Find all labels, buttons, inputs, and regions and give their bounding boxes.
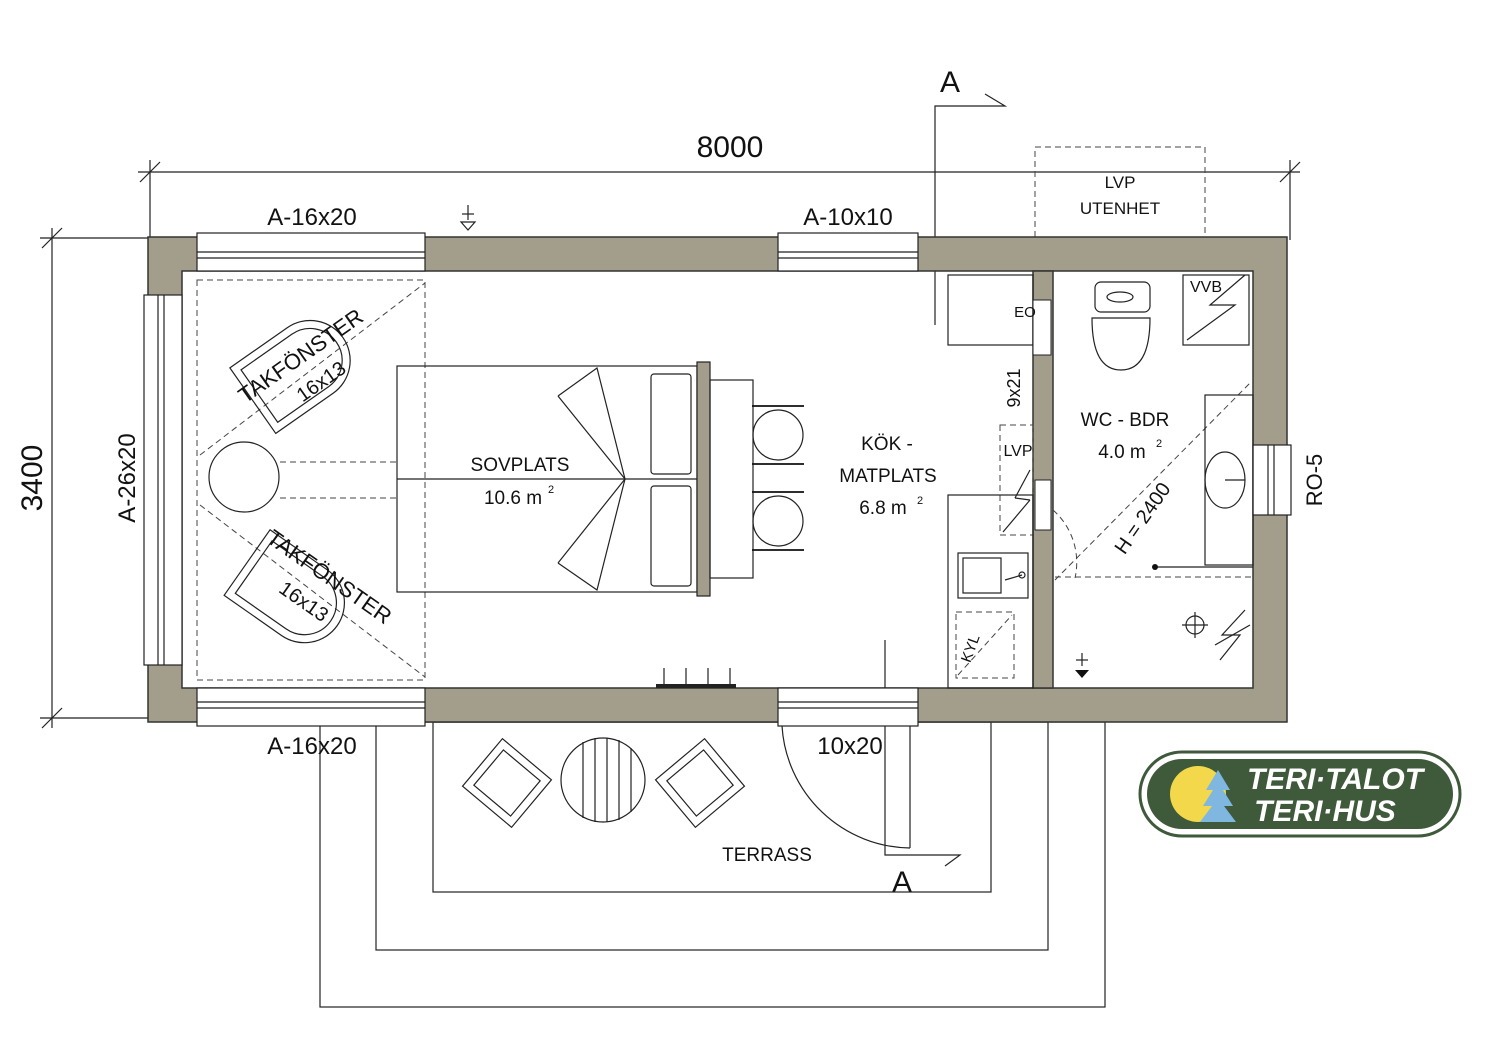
section-marker-bottom: A [884, 640, 962, 899]
terrace-chair-left [461, 737, 553, 829]
window-left [143, 294, 183, 666]
skylight-zone [196, 279, 426, 681]
logo-line1: TERI·TALOT [1247, 763, 1426, 796]
wc-diagonal [1054, 382, 1251, 581]
width-dimension: 8000 [138, 131, 1301, 240]
skylight-1 [229, 319, 351, 435]
section-marker-top: A [934, 66, 1008, 325]
width-label: 8000 [697, 131, 764, 164]
room-wc-area: 4.0 m [1098, 442, 1146, 463]
teri-logo: TERI·TALOT TERI·HUS [1138, 750, 1462, 838]
terrace-table [560, 737, 646, 823]
radiator-ticks [656, 668, 736, 688]
double-bed [396, 361, 754, 597]
room-kitchen-name2: MATPLATS [839, 466, 936, 487]
room-wc-sup: 2 [1156, 438, 1162, 450]
section-letter-top: A [940, 66, 960, 99]
fridge-label: KYL [958, 632, 984, 664]
fridge [955, 611, 1015, 679]
door-interior-label: 9x21 [1004, 368, 1024, 407]
stool-1 [752, 405, 804, 465]
kitchen-counter [947, 494, 1034, 689]
room-kitchen-name1: KÖK - [861, 434, 913, 455]
window-bottom-left-label: A-16x20 [267, 733, 356, 760]
room-kitchen-sup: 2 [917, 495, 923, 507]
eo-label: EO [1014, 304, 1036, 321]
room-sleep-area: 10.6 m [484, 488, 542, 509]
toilet [1091, 281, 1151, 371]
terrace-chair-right [654, 737, 746, 829]
room-sleep-name: SOVPLATS [471, 455, 570, 476]
window-top-left [196, 232, 426, 272]
walls [147, 236, 1288, 723]
wc-door [1034, 479, 1078, 579]
tree-icon [1200, 770, 1236, 822]
vvb-label: VVB [1190, 279, 1222, 296]
window-top-mid [777, 232, 919, 272]
outdoor-unit: LVP UTENHET [1034, 146, 1206, 238]
drain-symbol-wc [1075, 653, 1089, 678]
washbasin [1204, 394, 1254, 566]
lamp-circle [208, 441, 280, 513]
terrace-outlines [319, 721, 1106, 1008]
vent-right [1252, 444, 1292, 516]
stool-2 [752, 491, 804, 551]
door-bottom-label: 10x20 [817, 733, 882, 760]
height-label: 3400 [16, 445, 49, 512]
window-top-left-label: A-16x20 [267, 204, 356, 231]
room-wc-name: WC - BDR [1081, 410, 1170, 431]
outdoor-unit-line2: UTENHET [1080, 199, 1160, 218]
window-top-mid-label: A-10x10 [803, 204, 892, 231]
drain-symbol-top [459, 205, 477, 231]
section-letter-bottom: A [892, 866, 912, 899]
outdoor-unit-line1: LVP [1105, 173, 1136, 192]
electric-cabinet [947, 274, 1052, 356]
height-dimension: 3400 [16, 227, 150, 729]
room-terrace-name: TERRASS [722, 845, 812, 866]
lvp-label: LVP [1003, 443, 1032, 460]
window-left-label: A-26x20 [114, 433, 141, 522]
water-heater [1182, 274, 1250, 346]
room-kitchen-area: 6.8 m [859, 498, 907, 519]
skylight-2-name: TAKFÖNSTER [262, 525, 396, 629]
window-bottom-left [196, 687, 426, 727]
logo-line2: TERI·HUS [1254, 795, 1396, 828]
skylight-2 [223, 528, 345, 644]
door-bottom [777, 687, 919, 849]
lvp-unit [999, 424, 1034, 536]
vent-right-label: RO-5 [1302, 454, 1327, 507]
shower [1055, 564, 1253, 661]
room-sleep-sup: 2 [548, 484, 554, 496]
